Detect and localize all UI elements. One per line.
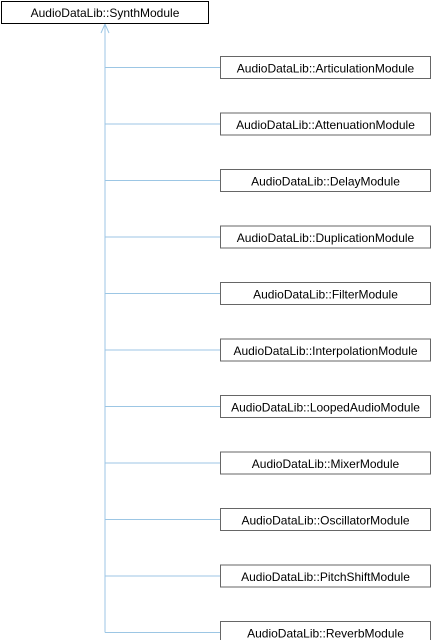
derived-box-articulation-module[interactable] — [220, 56, 431, 79]
derived-box-reverb-module[interactable] — [220, 621, 431, 640]
derived-node-reverb-module[interactable]: AudioDataLib::ReverbModule — [220, 621, 431, 640]
derived-box-oscillator-module[interactable] — [220, 508, 431, 531]
derived-node-oscillator-module[interactable]: AudioDataLib::OscillatorModule — [220, 508, 431, 531]
derived-label-pitch-shift-module[interactable]: AudioDataLib::PitchShiftModule — [241, 570, 410, 584]
derived-label-filter-module[interactable]: AudioDataLib::FilterModule — [253, 288, 398, 302]
derived-node-filter-module[interactable]: AudioDataLib::FilterModule — [220, 282, 431, 305]
derived-box-attenuation-module[interactable] — [220, 112, 431, 136]
derived-box-mixer-module[interactable] — [220, 451, 431, 475]
derived-box-delay-module[interactable] — [220, 169, 431, 192]
derived-label-oscillator-module[interactable]: AudioDataLib::OscillatorModule — [241, 514, 409, 528]
derived-class-nodes: AudioDataLib::ArticulationModuleAudioDat… — [220, 56, 431, 640]
derived-node-delay-module[interactable]: AudioDataLib::DelayModule — [220, 169, 431, 192]
base-class-box[interactable] — [1, 1, 209, 24]
base-class-label[interactable]: AudioDataLib::SynthModule — [31, 6, 180, 20]
derived-box-interpolation-module[interactable] — [220, 338, 431, 362]
derived-label-duplication-module[interactable]: AudioDataLib::DuplicationModule — [237, 231, 415, 245]
derived-label-articulation-module[interactable]: AudioDataLib::ArticulationModule — [237, 62, 415, 76]
derived-node-mixer-module[interactable]: AudioDataLib::MixerModule — [220, 451, 431, 475]
derived-node-pitch-shift-module[interactable]: AudioDataLib::PitchShiftModule — [220, 564, 431, 588]
derived-node-interpolation-module[interactable]: AudioDataLib::InterpolationModule — [220, 338, 431, 362]
derived-box-looped-audio-module[interactable] — [220, 395, 431, 418]
base-class-node[interactable]: AudioDataLib::SynthModule — [1, 1, 209, 24]
derived-node-attenuation-module[interactable]: AudioDataLib::AttenuationModule — [220, 112, 431, 136]
derived-node-duplication-module[interactable]: AudioDataLib::DuplicationModule — [220, 225, 431, 249]
derived-label-attenuation-module[interactable]: AudioDataLib::AttenuationModule — [236, 118, 415, 132]
derived-label-delay-module[interactable]: AudioDataLib::DelayModule — [251, 175, 400, 189]
derived-node-looped-audio-module[interactable]: AudioDataLib::LoopedAudioModule — [220, 395, 431, 418]
derived-box-pitch-shift-module[interactable] — [220, 564, 431, 588]
derived-node-articulation-module[interactable]: AudioDataLib::ArticulationModule — [220, 56, 431, 79]
derived-label-looped-audio-module[interactable]: AudioDataLib::LoopedAudioModule — [231, 401, 420, 415]
derived-label-reverb-module[interactable]: AudioDataLib::ReverbModule — [247, 627, 404, 640]
derived-box-filter-module[interactable] — [220, 282, 431, 305]
derived-label-interpolation-module[interactable]: AudioDataLib::InterpolationModule — [233, 344, 417, 358]
derived-box-duplication-module[interactable] — [220, 225, 431, 249]
derived-label-mixer-module[interactable]: AudioDataLib::MixerModule — [252, 457, 400, 471]
inheritance-edges — [100, 22, 221, 633]
